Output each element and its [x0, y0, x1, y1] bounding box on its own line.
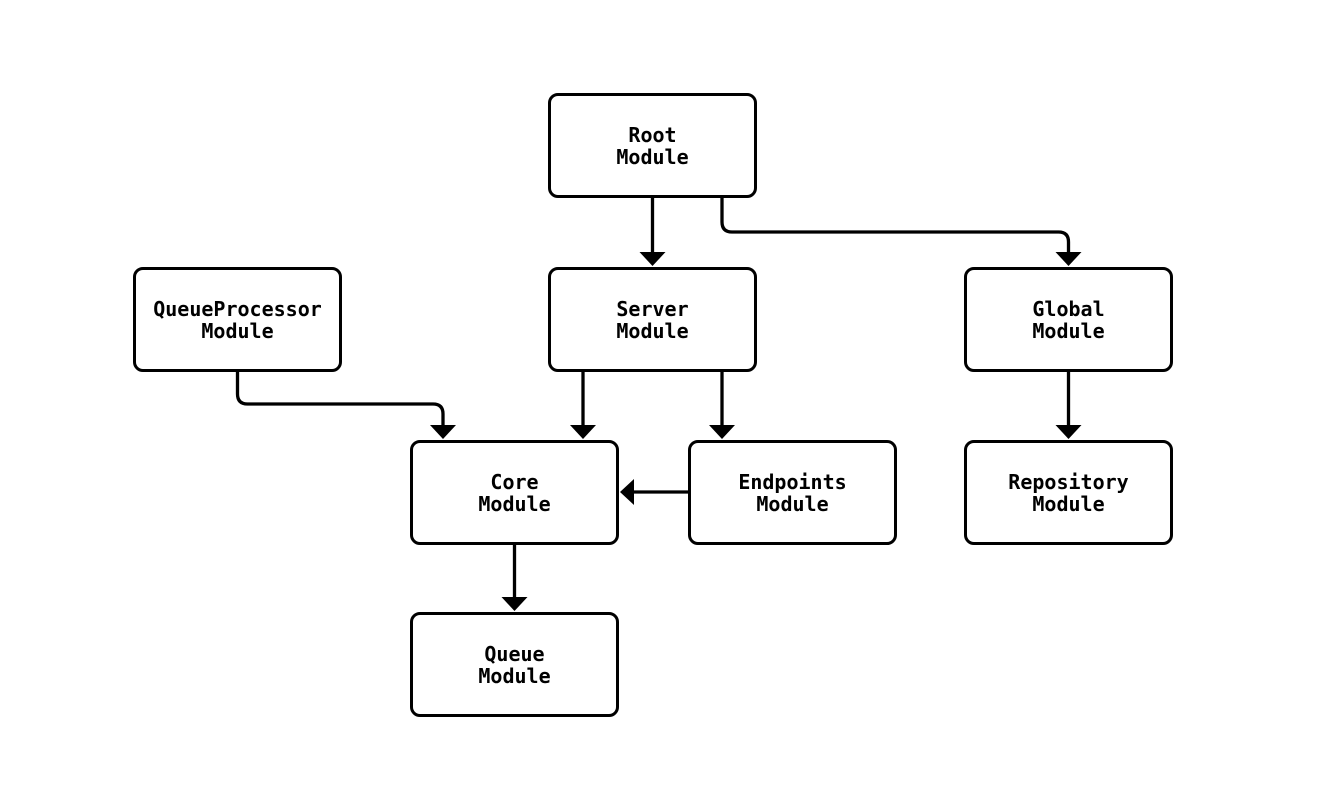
node-global-module: Global Module	[964, 267, 1173, 372]
node-label-line2: Module	[478, 491, 551, 516]
edge-endpoints-to-core	[620, 479, 688, 505]
node-label-line1: QueueProcessor	[153, 296, 322, 321]
edge-core-to-queue	[501, 545, 528, 611]
edge-global-to-repository	[1055, 372, 1082, 439]
node-label-line1: Root	[628, 122, 677, 147]
edge-server-to-endpoints	[709, 372, 735, 439]
node-server-module: Server Module	[548, 267, 757, 372]
node-queueprocessor-module: QueueProcessor Module	[133, 267, 342, 372]
node-label-line1: Repository	[1008, 469, 1129, 494]
node-label-line1: Global	[1032, 296, 1105, 321]
edge-server-to-core	[570, 372, 596, 439]
node-label-line1: Server	[616, 296, 689, 321]
node-repository-module: Repository Module	[964, 440, 1173, 545]
node-label-line2: Module	[201, 318, 274, 343]
node-label-line2: Module	[1032, 318, 1105, 343]
node-endpoints-module: Endpoints Module	[688, 440, 897, 545]
node-root-module: Root Module	[548, 93, 757, 198]
node-queue-module: Queue Module	[410, 612, 619, 717]
node-label-line2: Module	[616, 318, 689, 343]
edge-root-to-server	[639, 198, 666, 266]
edge-root-to-global	[720, 198, 1082, 266]
node-label-line2: Module	[478, 663, 551, 688]
node-label-line1: Core	[490, 469, 539, 494]
node-label-line1: Queue	[484, 641, 545, 666]
node-core-module: Core Module	[410, 440, 619, 545]
node-label-line1: Endpoints	[738, 469, 847, 494]
node-label-line2: Module	[1032, 491, 1105, 516]
node-label-line2: Module	[616, 144, 689, 169]
node-label-line2: Module	[756, 491, 829, 516]
edge-queueprocessor-to-core	[235, 372, 456, 439]
